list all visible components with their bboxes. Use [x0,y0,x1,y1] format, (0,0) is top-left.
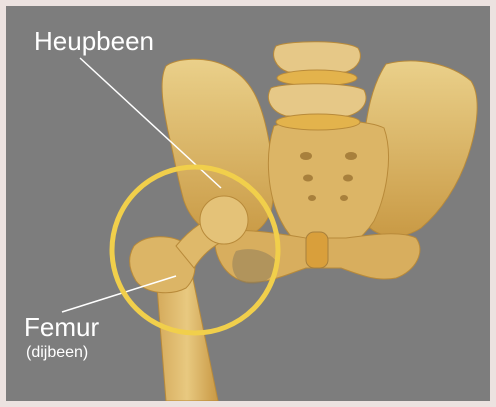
pubic-symphysis [306,232,328,268]
vertebra-upper [274,42,361,72]
femur-label: Femur [24,312,99,343]
vertebra-lower [268,84,366,116]
disc-lower [276,114,360,130]
hip-bone-label: Heupbeen [34,26,154,57]
femur-sublabel: (dijbeen) [26,344,88,362]
anatomy-illustration: Heupbeen Femur (dijbeen) [6,6,490,401]
femoral-head [200,196,248,244]
